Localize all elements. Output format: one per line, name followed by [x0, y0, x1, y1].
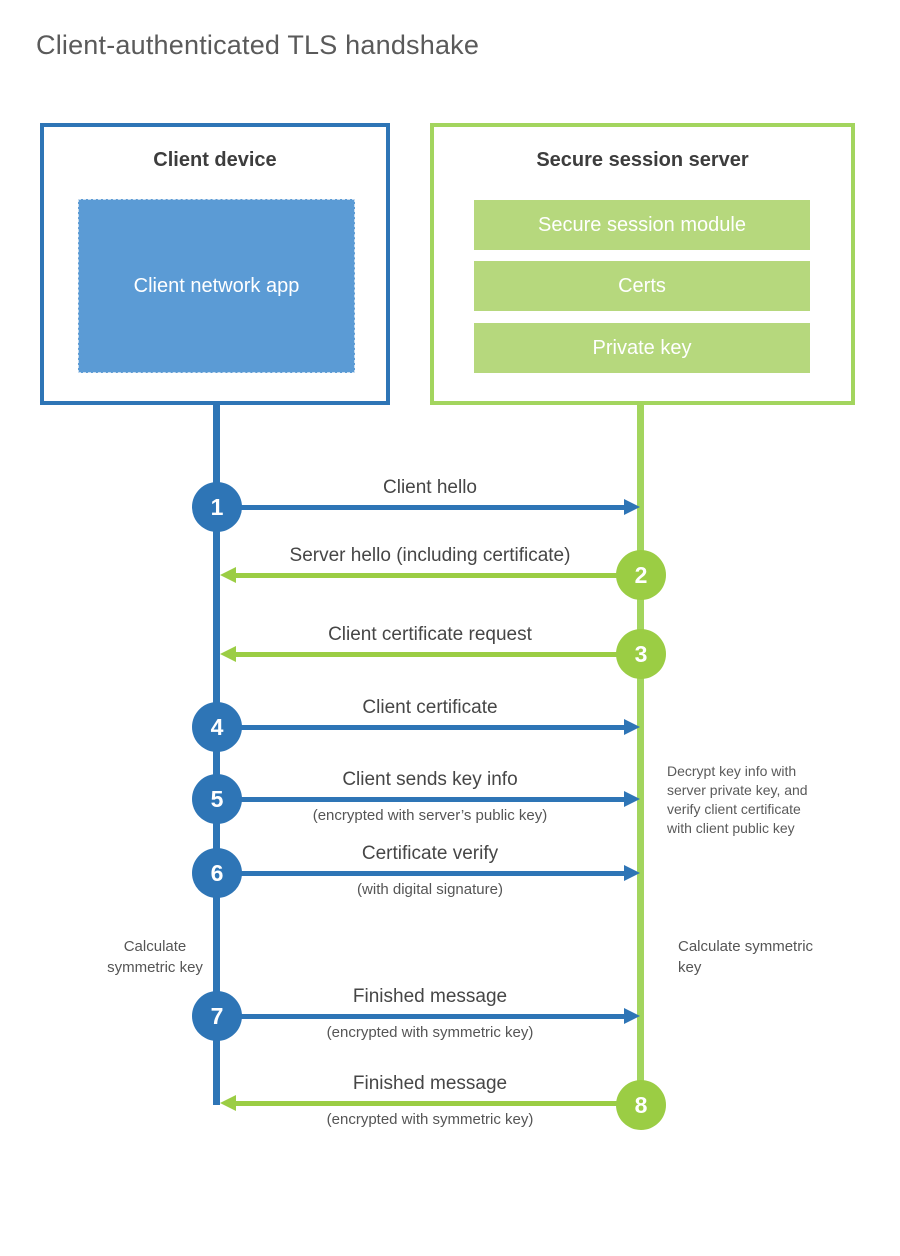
- message-label: Client certificate request: [328, 624, 532, 645]
- message-label: Client certificate: [362, 697, 498, 718]
- arrow-right-icon: [624, 791, 640, 807]
- arrow-shaft: [238, 871, 624, 876]
- message-label: Server hello (including certificate): [289, 545, 571, 566]
- step-badge-7: 7: [192, 991, 242, 1041]
- arrow-shaft: [238, 797, 624, 802]
- step-badge-6: 6: [192, 848, 242, 898]
- arrow-shaft: [238, 725, 624, 730]
- private-key-bar: Private key: [474, 323, 810, 373]
- server-lifeline: [637, 405, 644, 1105]
- arrow-shaft: [238, 505, 624, 510]
- step-badge-1: 1: [192, 482, 242, 532]
- message-sublabel: (encrypted with server’s public key): [312, 807, 548, 824]
- message-sublabel: (encrypted with symmetric key): [326, 1024, 534, 1041]
- arrow-right-icon: [624, 499, 640, 515]
- certs-bar: Certs: [474, 261, 810, 311]
- step-badge-4: 4: [192, 702, 242, 752]
- calculate-symmetric-key-right: Calculate symmetric key: [678, 938, 814, 976]
- arrow-shaft: [236, 652, 620, 657]
- server-note: Decrypt key info with server private key…: [667, 763, 808, 836]
- arrow-shaft: [236, 573, 620, 578]
- client-lifeline: [213, 405, 220, 1105]
- calculate-symmetric-key-left: Calculate symmetric key: [107, 938, 203, 976]
- client-network-app-box: Client network app: [78, 199, 355, 373]
- step-badge-3: 3: [616, 629, 666, 679]
- arrow-right-icon: [624, 1008, 640, 1024]
- message-sublabel: (encrypted with symmetric key): [326, 1111, 534, 1128]
- client-device-title: Client device: [153, 149, 277, 171]
- message-label: Client sends key info: [342, 769, 518, 790]
- step-badge-2: 2: [616, 550, 666, 600]
- client-network-app-label: Client network app: [133, 275, 300, 297]
- message-label: Finished message: [352, 1073, 508, 1094]
- secure-session-server-title: Secure session server: [536, 149, 749, 171]
- arrow-left-icon: [220, 567, 236, 583]
- arrow-shaft: [236, 1101, 620, 1106]
- step-badge-8: 8: [616, 1080, 666, 1130]
- message-label: Client hello: [383, 477, 477, 498]
- arrow-shaft: [238, 1014, 624, 1019]
- message-label: Certificate verify: [361, 843, 499, 864]
- arrow-right-icon: [624, 719, 640, 735]
- message-sublabel: (with digital signature): [357, 881, 503, 898]
- step-badge-5: 5: [192, 774, 242, 824]
- arrow-left-icon: [220, 1095, 236, 1111]
- secure-session-module-bar: Secure session module: [474, 200, 810, 250]
- arrow-left-icon: [220, 646, 236, 662]
- page-title: Client-authenticated TLS handshake: [36, 30, 480, 60]
- arrow-right-icon: [624, 865, 640, 881]
- message-label: Finished message: [352, 986, 508, 1007]
